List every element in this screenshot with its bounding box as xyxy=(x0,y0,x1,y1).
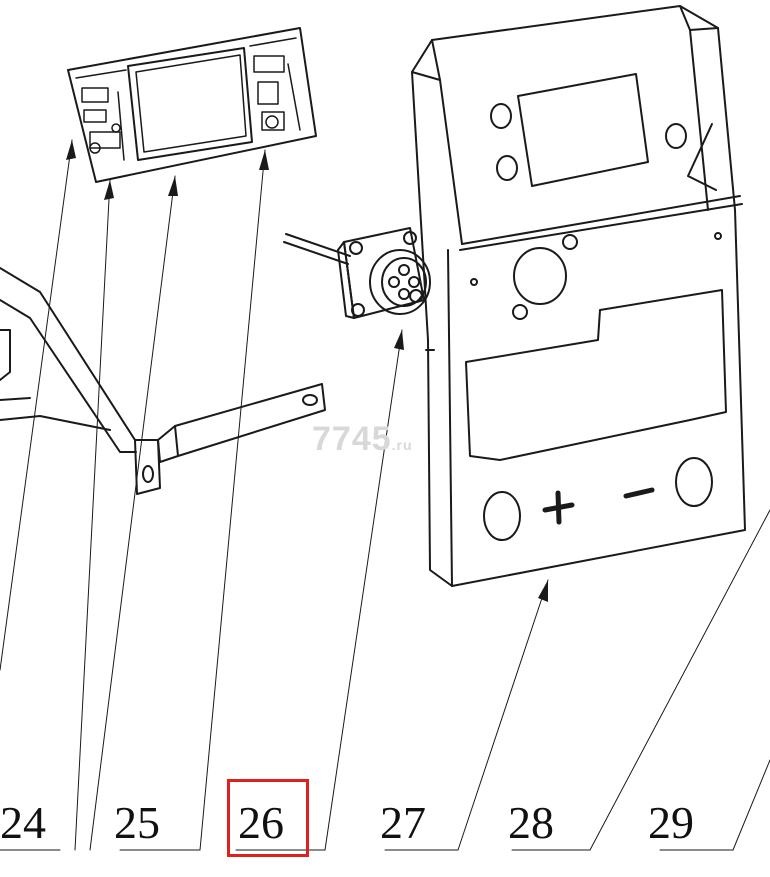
callout-label: 24 xyxy=(0,797,46,848)
leader-lines xyxy=(0,139,770,851)
callout-label-highlighted: 26 xyxy=(238,797,284,848)
watermark: 7745.ru xyxy=(312,420,413,458)
callout-label: 27 xyxy=(380,797,426,848)
callout-label: 29 xyxy=(648,797,694,848)
mounting-bracket xyxy=(0,267,326,495)
highlight-box xyxy=(227,779,309,857)
callout-label: 28 xyxy=(508,797,554,848)
leader-arrowheads xyxy=(66,140,548,602)
connector-socket xyxy=(283,227,431,319)
circuit-board xyxy=(67,27,317,183)
callout-label: 25 xyxy=(114,797,160,848)
front-panel xyxy=(411,5,746,587)
